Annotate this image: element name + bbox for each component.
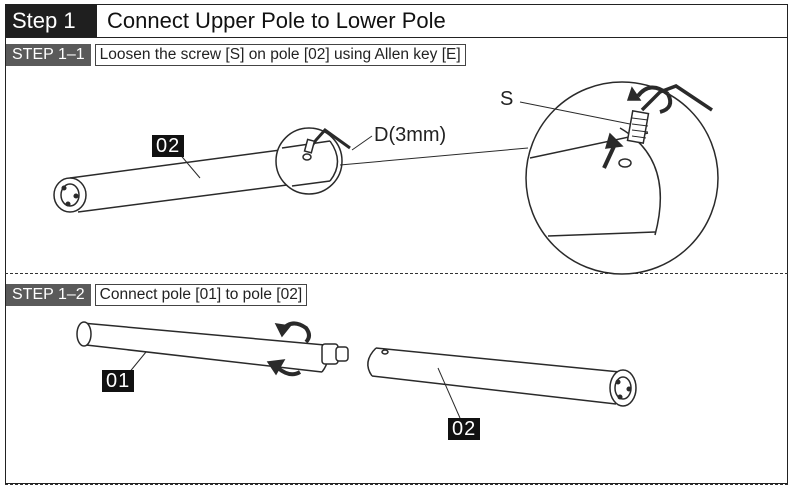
section-divider (5, 273, 788, 274)
pole-02-label-lower: 02 (448, 418, 481, 440)
step-header: Step 1 Connect Upper Pole to Lower Pole (5, 4, 788, 38)
substep-2-badge: STEP 1–2 (6, 284, 91, 306)
pole-02-upper-illustration (53, 144, 327, 213)
allen-key-size-callout: D(3mm) (374, 124, 447, 146)
substep-1-header: STEP 1–1 Loosen the screw [S] on pole [0… (6, 44, 466, 66)
pole-02-lower-illustration (367, 347, 637, 419)
step-badge: Step 1 (5, 4, 97, 37)
pole-02-label: 02 (152, 135, 185, 157)
substep-2-header: STEP 1–2 Connect pole [01] to pole [02] (6, 284, 308, 306)
screw-callout: S (500, 88, 514, 110)
bottom-divider (5, 484, 788, 485)
pole-01-illustration (76, 321, 349, 377)
screw-detail-small (275, 127, 351, 195)
step-title: Connect Upper Pole to Lower Pole (107, 8, 446, 33)
substep-1-badge: STEP 1–1 (6, 44, 91, 66)
instruction-frame (5, 4, 788, 484)
screw-detail-large (519, 81, 719, 275)
substep-1-text: Loosen the screw [S] on pole [02] using … (94, 44, 466, 66)
substep-2-text: Connect pole [01] to pole [02] (94, 284, 308, 306)
pole-01-label: 01 (102, 370, 135, 392)
